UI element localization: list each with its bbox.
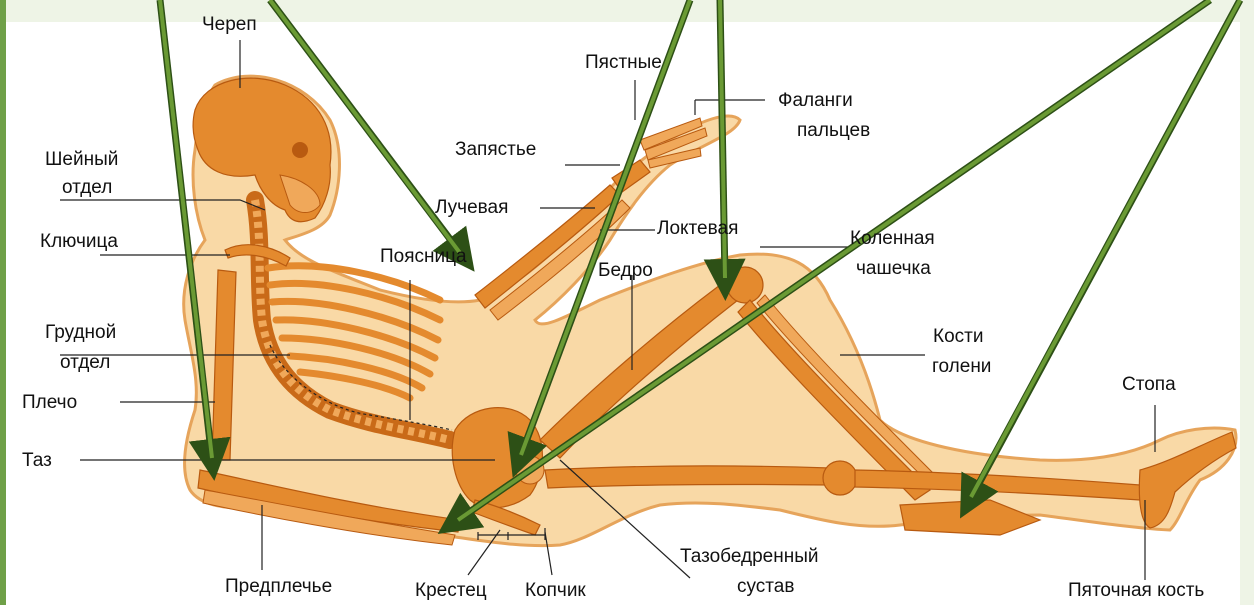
label-hip-joint-1: Тазобедренный bbox=[680, 546, 818, 567]
leader-phalanges bbox=[695, 100, 765, 115]
label-femur: Бедро bbox=[598, 260, 653, 281]
top-border bbox=[0, 0, 1254, 22]
label-coccyx: Копчик bbox=[525, 580, 586, 601]
label-shin-2: голени bbox=[932, 356, 991, 377]
label-cervical-2: отдел bbox=[62, 177, 112, 198]
label-ulna: Локтевая bbox=[657, 218, 738, 239]
label-heel: Пяточная кость bbox=[1068, 580, 1204, 601]
label-thoracic-1: Грудной bbox=[45, 322, 116, 343]
label-radius: Лучевая bbox=[435, 197, 508, 218]
label-lumbar: Поясница bbox=[380, 246, 467, 267]
label-phalanges-1: Фаланги bbox=[778, 90, 853, 111]
label-foot: Стопа bbox=[1122, 374, 1176, 395]
label-cervical-1: Шейный bbox=[45, 149, 118, 170]
label-pelvis: Таз bbox=[22, 450, 52, 471]
kneecap-bone bbox=[727, 267, 763, 303]
label-phalanges-2: пальцев bbox=[797, 120, 870, 141]
right-border bbox=[1240, 0, 1254, 605]
label-metacarpals: Пястные bbox=[585, 52, 662, 73]
label-forearm: Предплечье bbox=[225, 576, 332, 597]
label-kneecap-1: Коленная bbox=[850, 228, 935, 249]
label-hip-joint-2: сустав bbox=[737, 576, 794, 597]
label-clavicle: Ключица bbox=[40, 231, 118, 252]
label-shoulder: Плечо bbox=[22, 392, 77, 413]
label-wrist: Запястье bbox=[455, 139, 536, 160]
label-thoracic-2: отдел bbox=[60, 352, 110, 373]
label-sacrum: Крестец bbox=[415, 580, 487, 601]
label-skull: Череп bbox=[202, 14, 257, 35]
label-kneecap-2: чашечка bbox=[856, 258, 931, 279]
left-border bbox=[0, 0, 6, 605]
label-shin-1: Кости bbox=[933, 326, 983, 347]
